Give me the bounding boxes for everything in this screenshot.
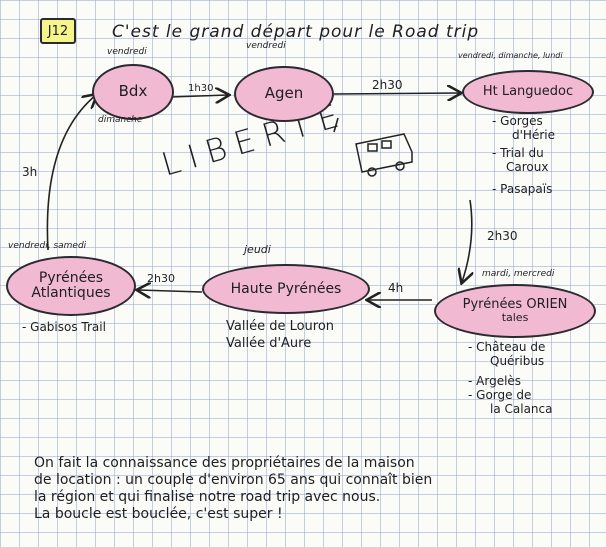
arrow-agen-ht xyxy=(333,93,460,94)
arrow-pa-bdx xyxy=(46,95,96,251)
duration-hp-pa: 2h30 xyxy=(147,272,175,285)
hp-list-item: Vallée d'Aure xyxy=(226,336,312,351)
node-pyrenees-atlantiques: Pyrénées Atlantiques xyxy=(6,256,136,316)
bottom-paragraph: On fait la connaissance des propriétaire… xyxy=(34,455,594,523)
agen-day-top: vendredi xyxy=(246,41,286,51)
node-pyrenees-orientales: Pyrénées ORIEN tales xyxy=(434,284,596,338)
duration-agen-ht: 2h30 xyxy=(372,78,403,92)
hp-list-item: Vallée de Louron xyxy=(226,319,335,334)
arrow-hp-pa xyxy=(138,290,203,292)
pa-list-item: - Gabisos Trail xyxy=(22,320,106,334)
ht-list-item: - Pasapaïs xyxy=(492,182,553,196)
pa-day-top: vendredi, samedi xyxy=(8,241,87,251)
bottom-line: de location : un couple d'environ 65 ans… xyxy=(34,472,433,488)
node-bdx: Bdx xyxy=(92,64,174,120)
day-box-label: J12 xyxy=(47,23,69,39)
po-list-item: Quéribus xyxy=(490,354,545,368)
node-pa-label-1: Pyrénées xyxy=(38,270,104,287)
deco-line xyxy=(333,117,339,133)
ht-list-item: Caroux xyxy=(506,160,549,174)
po-day-top: mardi, mercredi xyxy=(482,269,555,279)
node-hautes-pyrenees: Haute Pyrénées xyxy=(202,264,370,314)
bdx-day-bottom: dimanche xyxy=(98,115,143,125)
duration-po-hp: 4h xyxy=(388,281,404,295)
day-box: J12 xyxy=(40,18,76,44)
po-list-item: - Gorge de xyxy=(468,388,532,402)
ht-list-item: - Trial du xyxy=(492,146,544,160)
node-po-label-2: tales xyxy=(501,311,529,325)
ht-list-item: d'Hérie xyxy=(512,128,555,142)
node-agen: Agen xyxy=(234,66,334,122)
po-list: - Château de Quéribus - Argelès - Gorge … xyxy=(468,340,552,416)
node-ht-languedoc-label: Ht Languedoc xyxy=(482,84,574,100)
node-ht-languedoc: Ht Languedoc xyxy=(462,70,594,114)
node-bdx-label: Bdx xyxy=(118,82,148,101)
duration-bdx-agen: 1h30 xyxy=(188,83,214,94)
arrow-bdx-agen xyxy=(169,95,228,97)
hp-list: Vallée de Louron Vallée d'Aure xyxy=(226,318,334,352)
po-list-item: - Château de xyxy=(468,340,546,354)
bdx-day-top: vendredi xyxy=(107,47,147,57)
bottom-line: On fait la connaissance des propriétaire… xyxy=(34,455,415,471)
duration-ht-po: 2h30 xyxy=(487,229,518,243)
arrow-ht-po xyxy=(462,199,472,282)
bottom-line: la région et qui finalise notre road tri… xyxy=(34,489,381,505)
po-list-item: - Argelès xyxy=(468,374,522,388)
bottom-line: La boucle est bouclée, c'est super ! xyxy=(34,506,283,522)
van-doodle xyxy=(355,133,413,177)
duration-pa-bdx: 3h xyxy=(22,165,38,179)
node-pa-label-2: Atlantiques xyxy=(31,285,111,301)
node-agen-label: Agen xyxy=(264,84,304,103)
ht-list-item: - Gorges xyxy=(492,114,543,128)
pa-list: - Gabisos Trail xyxy=(22,320,106,334)
ht-languedoc-list: - Gorges d'Hérie - Trial du Caroux - Pas… xyxy=(492,114,555,196)
page-title: C'est le grand départ pour le Road trip xyxy=(112,22,480,42)
node-po-label-1: Pyrénées ORIEN xyxy=(462,297,568,313)
po-list-item: la Calanca xyxy=(490,402,553,416)
hp-day-top: jeudi xyxy=(244,243,271,256)
ht-day-top: vendredi, dimanche, lundi xyxy=(458,51,563,60)
node-hp-label: Haute Pyrénées xyxy=(230,280,342,297)
